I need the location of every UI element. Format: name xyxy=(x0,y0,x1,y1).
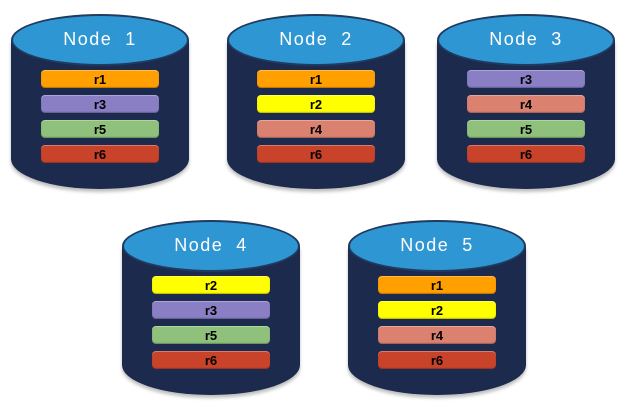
cylinder-top: Node 5 xyxy=(348,220,526,272)
cylinder-top: Node 2 xyxy=(227,14,405,66)
replica-bar: r5 xyxy=(41,120,159,138)
replica-bar: r3 xyxy=(467,70,585,88)
replica-bar: r1 xyxy=(257,70,375,88)
cylinder-top: Node 3 xyxy=(437,14,615,66)
replica-bar: r6 xyxy=(152,351,270,369)
replica-bar: r3 xyxy=(152,301,270,319)
replica-bar: r1 xyxy=(378,276,496,294)
replica-list: r1 r3 r5 r6 xyxy=(41,70,159,163)
replica-list: r2 r3 r5 r6 xyxy=(152,276,270,369)
replica-bar: r6 xyxy=(41,145,159,163)
replica-bar: r4 xyxy=(257,120,375,138)
node-title: Node 4 xyxy=(174,234,248,255)
replica-list: r1 r2 r4 r6 xyxy=(257,70,375,163)
replica-bar: r1 xyxy=(41,70,159,88)
replica-bar: r4 xyxy=(378,326,496,344)
replica-bar: r5 xyxy=(152,326,270,344)
node-title: Node 3 xyxy=(489,28,563,49)
replica-list: r3 r4 r5 r6 xyxy=(467,70,585,163)
node-title: Node 5 xyxy=(400,234,474,255)
node-cylinder-4: Node 4 r2 r3 r5 r6 xyxy=(122,220,300,397)
node-cylinder-2: Node 2 r1 r2 r4 r6 xyxy=(227,14,405,191)
replica-bar: r3 xyxy=(41,95,159,113)
node-title: Node 2 xyxy=(279,28,353,49)
node-cylinder-3: Node 3 r3 r4 r5 r6 xyxy=(437,14,615,191)
replica-bar: r6 xyxy=(467,145,585,163)
replica-bar: r5 xyxy=(467,120,585,138)
replica-bar: r6 xyxy=(257,145,375,163)
node-title: Node 1 xyxy=(63,28,137,49)
replica-bar: r4 xyxy=(467,95,585,113)
node-cylinder-1: Node 1 r1 r3 r5 r6 xyxy=(11,14,189,191)
replica-bar: r2 xyxy=(257,95,375,113)
cylinder-top: Node 1 xyxy=(11,14,189,66)
replica-bar: r6 xyxy=(378,351,496,369)
node-cylinder-5: Node 5 r1 r2 r4 r6 xyxy=(348,220,526,397)
replica-bar: r2 xyxy=(378,301,496,319)
replica-list: r1 r2 r4 r6 xyxy=(378,276,496,369)
replica-bar: r2 xyxy=(152,276,270,294)
cylinder-top: Node 4 xyxy=(122,220,300,272)
